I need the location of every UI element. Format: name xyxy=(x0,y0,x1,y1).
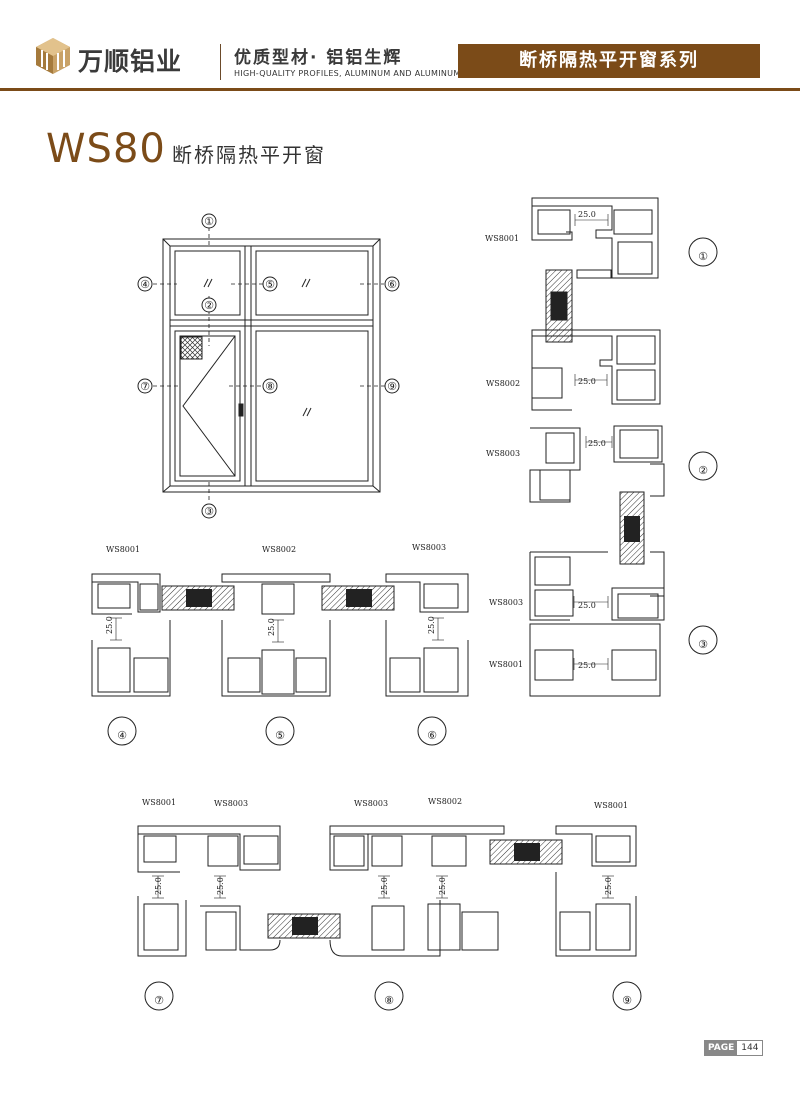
window-elevation xyxy=(153,227,386,503)
svg-text:25.0: 25.0 xyxy=(578,377,596,386)
circle-5: ⑤ xyxy=(275,729,285,742)
svg-text:25.0: 25.0 xyxy=(216,877,225,895)
section-8-label-b: WS8002 xyxy=(428,797,462,806)
section-6-label: WS8003 xyxy=(412,543,446,552)
section-1-label: WS8001 xyxy=(485,234,519,243)
section-7-label-a: WS8001 xyxy=(142,798,176,807)
page-label: PAGE xyxy=(705,1041,738,1055)
brand-name: 万顺铝业 xyxy=(78,47,183,76)
elevation-markers: ① ② ③ ④ ⑤ ⑥ ⑦ ⑧ ⑨ xyxy=(137,213,400,519)
svg-text:②: ② xyxy=(204,299,214,312)
svg-text:④: ④ xyxy=(140,278,150,291)
circle-1: ① xyxy=(698,250,708,263)
svg-text:25.0: 25.0 xyxy=(267,618,276,636)
svg-text:⑤: ⑤ xyxy=(265,278,275,291)
section-4-label: WS8001 xyxy=(106,545,140,554)
svg-text:③: ③ xyxy=(204,505,214,518)
svg-text:25.0: 25.0 xyxy=(380,877,389,895)
svg-text:⑥: ⑥ xyxy=(387,278,397,291)
section-3-label-a: WS8003 xyxy=(489,598,523,607)
page-number: 144 xyxy=(741,1043,759,1053)
series-badge: 断桥隔热平开窗系列 xyxy=(458,44,760,78)
section-3-label-b: WS8001 xyxy=(489,660,523,669)
circle-4: ④ xyxy=(117,729,127,742)
svg-text:25.0: 25.0 xyxy=(427,616,436,634)
svg-text:①: ① xyxy=(204,215,214,228)
svg-text:25.0: 25.0 xyxy=(588,439,606,448)
model-title: WS80 xyxy=(46,126,166,172)
section-8-label-a: WS8003 xyxy=(354,799,388,808)
svg-text:⑨: ⑨ xyxy=(387,380,397,393)
circle-9: ⑨ xyxy=(622,994,632,1007)
svg-text:⑦: ⑦ xyxy=(140,380,150,393)
logo-icon xyxy=(34,36,72,80)
section-1 xyxy=(531,197,659,343)
section-9-label: WS8001 xyxy=(594,801,628,810)
svg-text:25.0: 25.0 xyxy=(438,877,447,895)
header-rule xyxy=(0,88,800,91)
circle-7: ⑦ xyxy=(154,994,164,1007)
slogan: 优质型材· 铝铝生辉 xyxy=(234,48,403,68)
section-7-8-9 xyxy=(137,825,637,957)
section-7-label-b: WS8003 xyxy=(214,799,248,808)
slogan-english: HIGH-QUALITY PROFILES, ALUMINUM AND ALUM… xyxy=(234,69,461,78)
section-2 xyxy=(529,329,665,503)
circle-3: ③ xyxy=(698,638,708,651)
svg-text:25.0: 25.0 xyxy=(604,877,613,895)
section-2-label-b: WS8003 xyxy=(486,449,520,458)
page-header: 万顺铝业 优质型材· 铝铝生辉 HIGH-QUALITY PROFILES, A… xyxy=(0,0,800,92)
section-4-5-6 xyxy=(91,573,469,697)
header-divider xyxy=(220,44,221,80)
svg-text:25.0: 25.0 xyxy=(105,616,114,634)
svg-text:25.0: 25.0 xyxy=(578,210,596,219)
circle-2: ② xyxy=(698,464,708,477)
circle-6: ⑥ xyxy=(427,729,437,742)
section-5-label: WS8002 xyxy=(262,545,296,554)
svg-text:25.0: 25.0 xyxy=(578,661,596,670)
section-3 xyxy=(529,551,665,697)
page-indicator: PAGE 144 xyxy=(704,1040,764,1056)
circle-8: ⑧ xyxy=(384,994,394,1007)
product-name: 断桥隔热平开窗 xyxy=(172,143,326,167)
section-2-label-a: WS8002 xyxy=(486,379,520,388)
svg-text:25.0: 25.0 xyxy=(578,601,596,610)
svg-text:⑧: ⑧ xyxy=(265,380,275,393)
svg-text:25.0: 25.0 xyxy=(154,877,163,895)
